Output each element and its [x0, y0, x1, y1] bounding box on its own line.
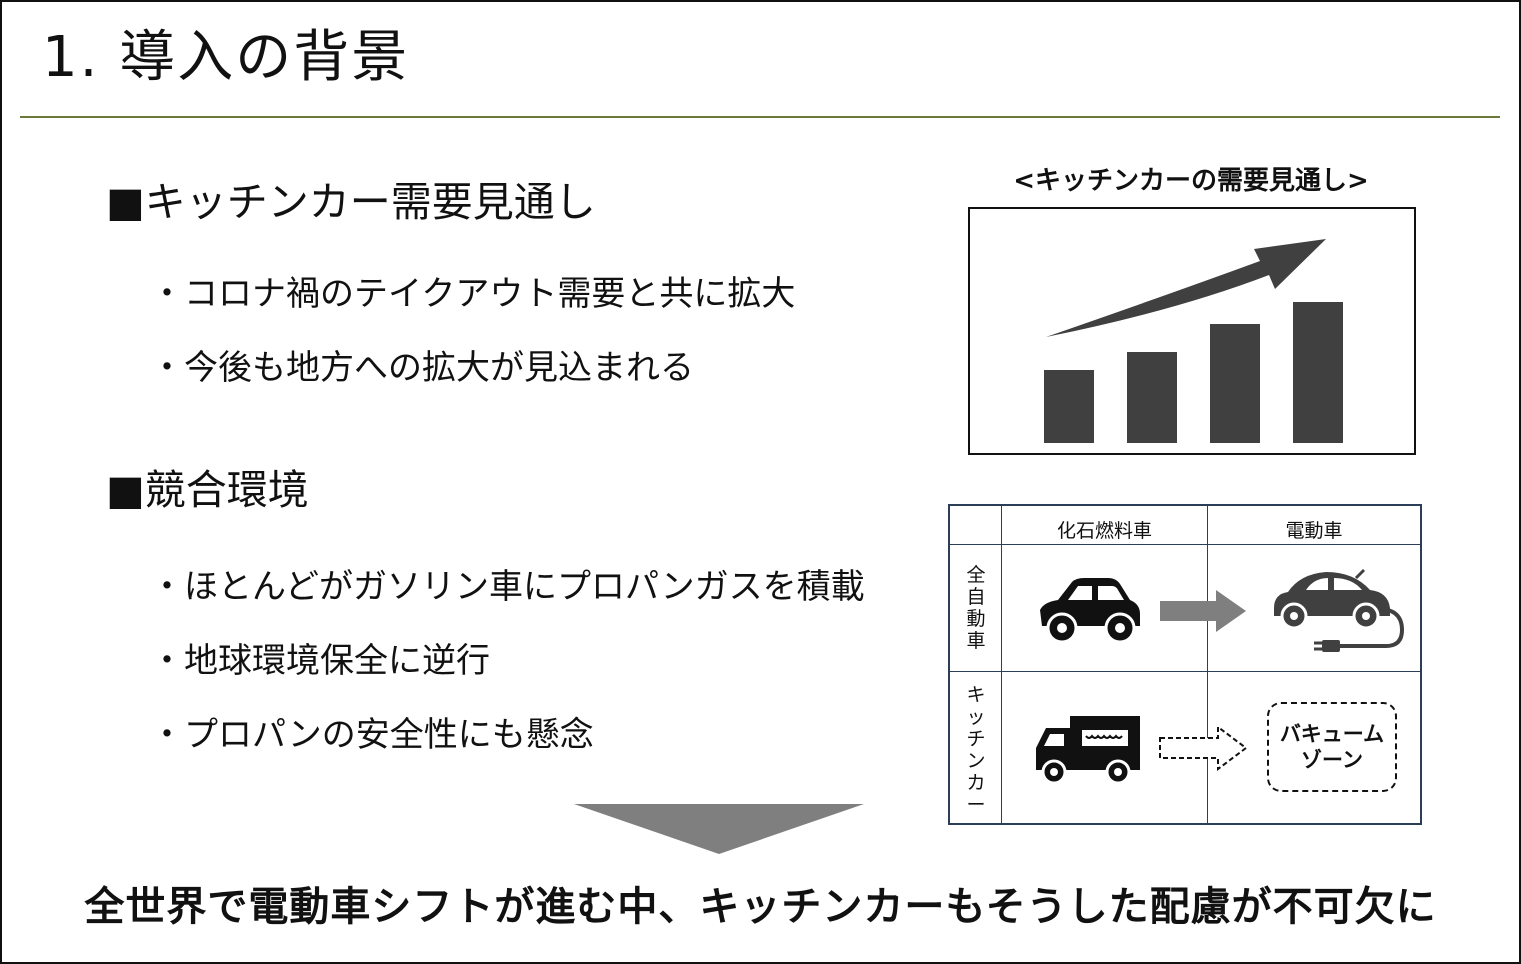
column-header-fossil: 化石燃料車: [1056, 520, 1152, 542]
vacuum-zone-label: ゾーン: [1301, 748, 1363, 772]
chart-bar: [1044, 370, 1094, 443]
chart-bar: [1127, 352, 1177, 443]
electric-car-icon: [1274, 568, 1405, 652]
grid-line: [1001, 506, 1002, 823]
grid-line: [1207, 506, 1208, 823]
comparison-grid: 化石燃料車 電動車 全自動車 キッチンカー: [948, 504, 1422, 825]
demand-chart-illustration: [968, 207, 1416, 455]
chart-bar: [1293, 302, 1343, 443]
grid-line: [950, 671, 1420, 672]
row-header-all-vehicles: 全自動車: [966, 564, 986, 652]
heading-demand-outlook: ■キッチンカー需要見通し: [106, 178, 596, 226]
grid-line: [950, 544, 1420, 545]
bullet-item: ・コロナ禍のテイクアウト需要と共に拡大: [150, 274, 796, 314]
bullet-item: ・ほとんどがガソリン車にプロパンガスを積載: [150, 567, 865, 607]
right-arrow-icon: [1160, 590, 1246, 632]
heading-competition: ■競合環境: [106, 466, 309, 514]
bullet-item: ・今後も地方への拡大が見込まれる: [150, 348, 694, 388]
dashed-right-arrow-icon: [1159, 725, 1248, 771]
vacuum-zone-label: バキューム: [1279, 722, 1385, 746]
title-divider: [20, 116, 1500, 118]
vacuum-zone-box: バキューム ゾーン: [1267, 702, 1397, 792]
column-header-electric: 電動車: [1285, 520, 1343, 542]
down-arrow-icon: [574, 804, 864, 854]
kitchen-truck-icon: [1036, 716, 1140, 785]
bullet-item: ・プロパンの安全性にも懸念: [150, 715, 594, 755]
bullet-item: ・地球環境保全に逆行: [150, 641, 490, 681]
page-title: 1. 導入の背景: [42, 25, 410, 90]
row-header-kitchen-car: キッチンカー: [966, 684, 986, 816]
trend-arrow-icon: [1046, 239, 1326, 337]
conclusion-text: 全世界で電動車シフトが進む中、キッチンカーもそうした配慮が不可欠に: [84, 884, 1437, 930]
chart-bar: [1210, 324, 1260, 443]
car-icon: [1040, 578, 1140, 644]
chart-caption: <キッチンカーの需要見通し>: [1013, 166, 1369, 196]
